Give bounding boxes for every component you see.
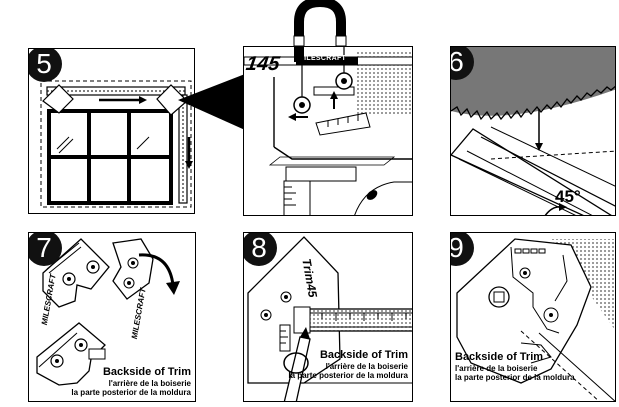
step-number-badge: 6 bbox=[451, 47, 474, 80]
trim-caption: Backside of Trim l'arrière de la boiseri… bbox=[455, 351, 575, 382]
step5-panel: 5 bbox=[28, 48, 195, 214]
step-number-badge: 5 bbox=[29, 49, 62, 82]
caption-en: Backside of Trim bbox=[455, 351, 544, 363]
caption-fr: l'arrière de la boiserie bbox=[325, 361, 408, 371]
caption-en: Backside of Trim bbox=[319, 349, 408, 361]
step7-illustration bbox=[36, 238, 180, 386]
step7-panel: MILESCRAFT MILESCRAFT Backside of Trim l… bbox=[28, 232, 196, 402]
step-number-badge: 7 bbox=[29, 233, 62, 266]
caption-pt: la parte posterior de la moldura bbox=[288, 370, 408, 380]
step9-illustration bbox=[456, 238, 615, 401]
step8-illustration bbox=[247, 236, 412, 401]
trim-caption: Backside of Trim l'arrière de la boiseri… bbox=[288, 349, 408, 380]
detail-brand-mark: 145 bbox=[244, 53, 281, 75]
caption-fr: l'arrière de la boiserie bbox=[455, 363, 538, 373]
step8-panel: Trim45 Backside of Trim l'arrière de la … bbox=[243, 232, 413, 402]
caption-en: Backside of Trim bbox=[102, 365, 191, 378]
step6-illustration bbox=[451, 47, 615, 215]
step5-illustration bbox=[40, 80, 193, 208]
caption-pt: la parte posterior de la moldura bbox=[71, 387, 191, 397]
step-number-badge: 9 bbox=[451, 233, 474, 266]
trim-caption: Backside of Trim l'arrière de la boiseri… bbox=[71, 366, 191, 397]
caption-fr: l'arrière de la boiserie bbox=[108, 378, 191, 388]
detail-brand-strip: MILESCRAFT bbox=[298, 55, 347, 62]
zoom-detail-panel: 145 MILESCRAFT bbox=[243, 46, 413, 216]
caption-pt: la parte posterior de la moldura bbox=[455, 372, 575, 382]
step6-panel: 45° 6 bbox=[450, 46, 616, 216]
step-number-badge: 8 bbox=[244, 233, 277, 266]
step9-panel: Backside of Trim l'arrière de la boiseri… bbox=[450, 232, 616, 402]
angle-label: 45° bbox=[555, 187, 581, 206]
